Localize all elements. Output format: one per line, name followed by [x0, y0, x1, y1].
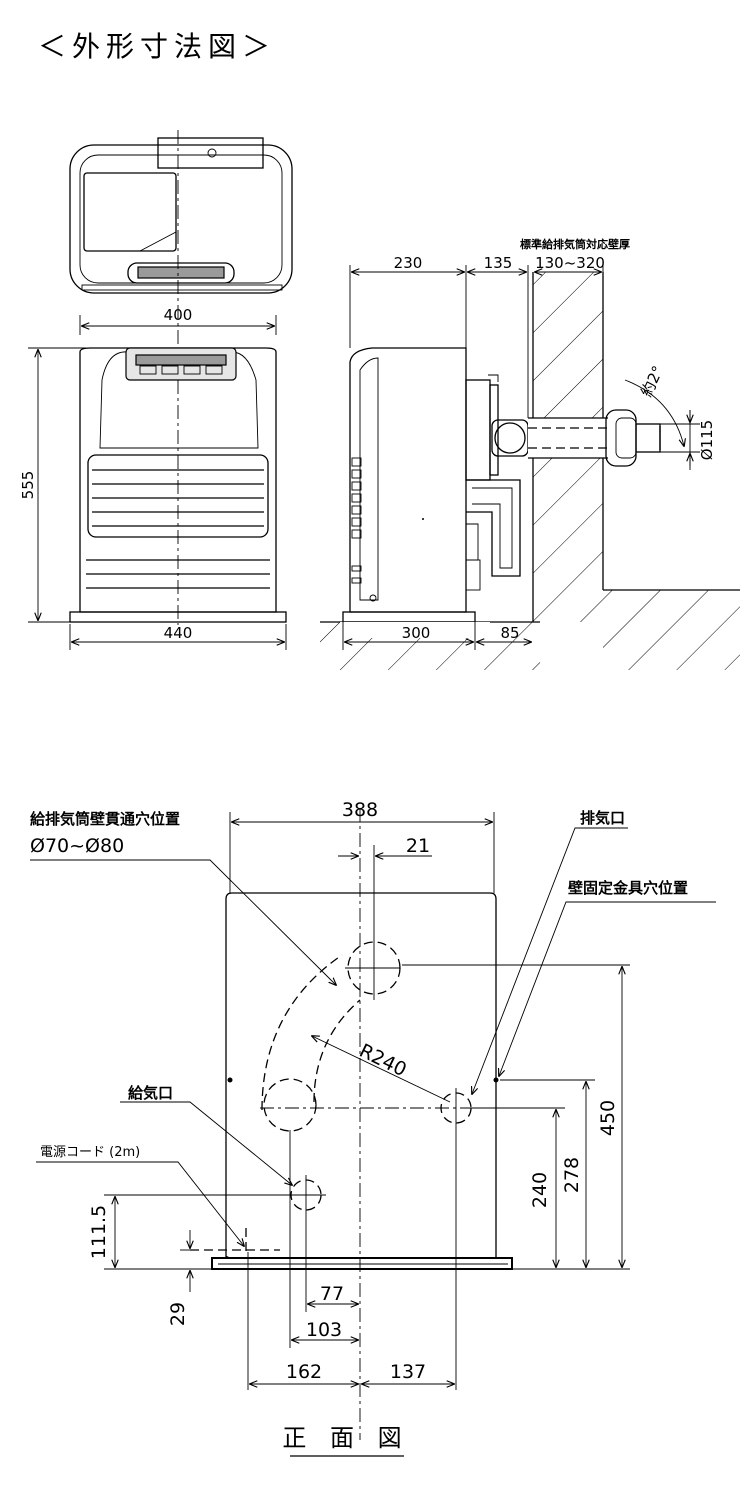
wall-hole-diameter: Ø70~Ø80 — [30, 835, 124, 857]
pipe-diameter-annotation: Ø115 — [636, 410, 716, 470]
radius-callout: R240 — [312, 1036, 451, 1103]
power-cord-label: 電源コード (2m) — [40, 1145, 140, 1160]
bracket-label: 壁固定金具穴位置 — [568, 879, 688, 897]
dim-side-top: 230 135 130~320 標準給排気筒対応壁厚 — [349, 237, 630, 418]
wall-hole-label: 給排気筒壁貫通穴位置 — [30, 810, 180, 828]
dim-29-text: 29 — [167, 1302, 189, 1326]
dim-29: 29 — [167, 1230, 190, 1326]
dim-555-text: 555 — [19, 471, 37, 500]
front-view-outline — [211, 892, 513, 1270]
heater-side-view — [320, 272, 740, 670]
intake-label: 給気口 — [128, 1084, 173, 1102]
dim-162-text: 162 — [286, 1361, 322, 1383]
dim-front-height: 555 — [19, 347, 86, 623]
dim-21-text: 21 — [406, 835, 430, 857]
page-title: ＜外形寸法図＞ — [38, 30, 276, 63]
wall-thickness-label: 標準給排気筒対応壁厚 — [520, 237, 630, 251]
dim-front-width-base: 440 — [69, 624, 287, 650]
pipe-angle-annotation: 約2° — [624, 363, 684, 446]
wall-hole-arc — [260, 935, 630, 1132]
dim-offset-21: 21 — [338, 835, 432, 935]
exhaust-label: 排気口 — [580, 809, 625, 827]
intake-port — [286, 1175, 326, 1215]
dim-278-text: 278 — [561, 1157, 583, 1193]
wall-hole-callout: 給排気筒壁貫通穴位置 Ø70~Ø80 — [30, 810, 336, 985]
dim-side-bottom: 300 85 — [342, 622, 531, 650]
dim-450-text: 450 — [597, 1100, 619, 1136]
dim-111-5-text: 111.5 — [88, 1205, 110, 1259]
dim-240-text: 240 — [529, 1172, 551, 1208]
dim-right-vertical: 240 278 450 — [470, 967, 630, 1270]
dim-137-text: 137 — [390, 1361, 426, 1383]
dim-bottom-horizontal: 77 103 162 137 — [247, 1128, 457, 1390]
dim-300-text: 300 — [402, 624, 431, 642]
exhaust-callout: 排気口 — [472, 809, 628, 1094]
bracket-callout: 壁固定金具穴位置 — [499, 879, 716, 1076]
power-cord-mark — [190, 1228, 280, 1252]
dim-wall-thickness-text: 130~320 — [535, 254, 605, 272]
pipe-diameter-text: Ø115 — [698, 420, 716, 460]
dim-388-text: 388 — [342, 799, 378, 821]
dim-230-text: 230 — [394, 254, 423, 272]
dim-overall-width: 388 — [229, 799, 495, 893]
dim-135-text: 135 — [484, 254, 513, 272]
dim-111-5: 111.5 — [88, 1194, 290, 1270]
intake-callout: 給気口 — [120, 1084, 292, 1185]
dim-440-text: 440 — [164, 624, 193, 642]
heater-front-view — [69, 347, 287, 623]
front-view-title: 正 面 図 — [282, 1424, 409, 1452]
power-cord-callout: 電源コード (2m) — [36, 1145, 244, 1246]
dim-85-text: 85 — [500, 624, 519, 642]
dim-77-text: 77 — [320, 1283, 344, 1305]
heater-top-view — [69, 137, 293, 294]
pipe-angle-text: 約2° — [637, 363, 667, 400]
radius-text: R240 — [356, 1040, 410, 1081]
dim-103-text: 103 — [306, 1319, 342, 1341]
